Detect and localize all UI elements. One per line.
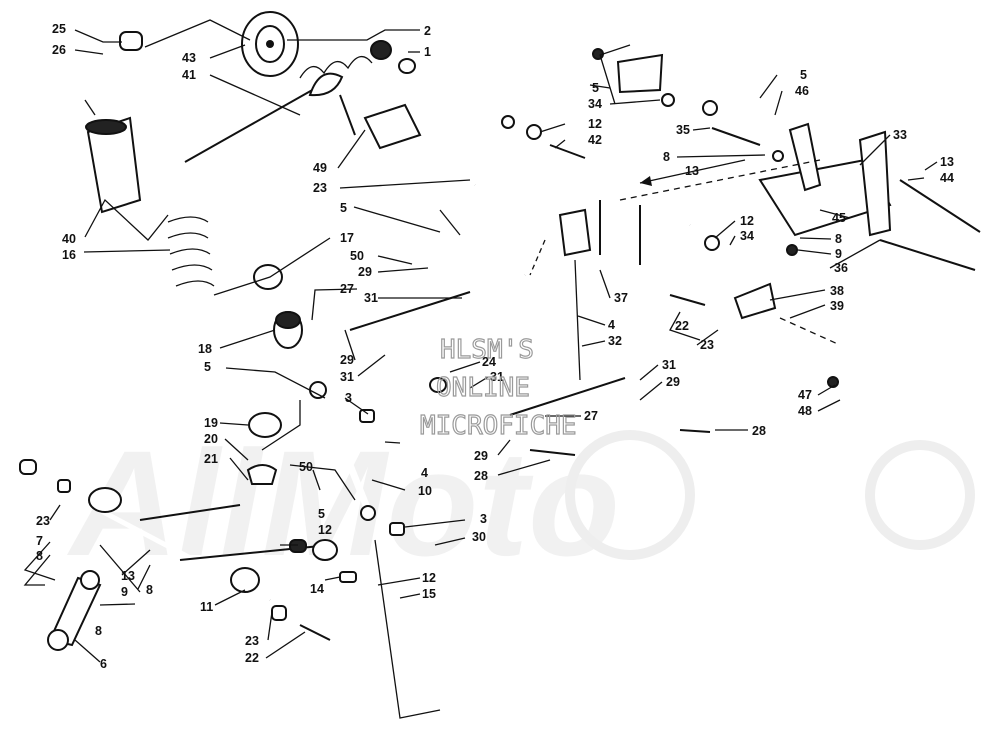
callout-5d: 5 bbox=[592, 81, 599, 95]
watermark-line-3: MICROFICHE bbox=[420, 411, 577, 441]
callout-40: 40 bbox=[62, 232, 76, 246]
microfiche-watermark: HLSM'S ONLINE MICROFICHE bbox=[419, 334, 577, 441]
callout-5e: 5 bbox=[800, 68, 807, 82]
callout-2: 2 bbox=[424, 24, 431, 38]
callout-22b: 22 bbox=[675, 319, 689, 333]
callout-34b: 34 bbox=[740, 229, 754, 243]
callout-9: 9 bbox=[121, 585, 128, 599]
callout-31: 31 bbox=[364, 291, 378, 305]
callout-14: 14 bbox=[310, 582, 324, 596]
callout-30: 30 bbox=[472, 530, 486, 544]
callout-1: 1 bbox=[424, 45, 431, 59]
callout-12d: 12 bbox=[740, 214, 754, 228]
callout-23: 23 bbox=[313, 181, 327, 195]
watermark-line-1: HLSM'S bbox=[440, 335, 534, 365]
front-arm-assembly bbox=[19, 412, 338, 651]
callout-5c: 5 bbox=[318, 507, 325, 521]
callout-45: 45 bbox=[832, 211, 846, 225]
logo-wheel-left bbox=[565, 430, 695, 560]
callout-31b: 31 bbox=[340, 370, 354, 384]
callout-13: 13 bbox=[121, 569, 135, 583]
callout-8b: 8 bbox=[146, 583, 153, 597]
callout-36: 36 bbox=[834, 261, 848, 275]
logo-wheel-right bbox=[865, 440, 975, 550]
callout-41: 41 bbox=[182, 68, 196, 82]
coil-spring-shock bbox=[85, 116, 303, 349]
callout-47: 47 bbox=[798, 388, 812, 402]
callout-6: 6 bbox=[100, 657, 107, 671]
callout-labels: 25 26 43 41 2 1 40 16 49 23 5 17 50 29 2… bbox=[36, 22, 954, 671]
callout-27: 27 bbox=[340, 282, 354, 296]
callout-29: 29 bbox=[358, 265, 372, 279]
leader-lines bbox=[23, 19, 938, 719]
callout-32: 32 bbox=[608, 334, 622, 348]
callout-19: 19 bbox=[204, 416, 218, 430]
callout-4: 4 bbox=[421, 466, 428, 480]
callout-39: 39 bbox=[830, 299, 844, 313]
callout-16: 16 bbox=[62, 248, 76, 262]
callout-35: 35 bbox=[676, 123, 690, 137]
callout-29c: 29 bbox=[666, 375, 680, 389]
callout-37: 37 bbox=[614, 291, 628, 305]
callout-5b: 5 bbox=[204, 360, 211, 374]
callout-23b: 23 bbox=[36, 514, 50, 528]
callout-28b: 28 bbox=[752, 424, 766, 438]
callout-31d: 31 bbox=[662, 358, 676, 372]
callout-48: 48 bbox=[798, 404, 812, 418]
callout-23c: 23 bbox=[245, 634, 259, 648]
spring-assembly bbox=[119, 11, 422, 163]
callout-8: 8 bbox=[36, 549, 43, 563]
callout-12c: 12 bbox=[588, 117, 602, 131]
callout-44: 44 bbox=[940, 171, 954, 185]
callout-24: 24 bbox=[482, 355, 496, 369]
callout-8e: 8 bbox=[835, 232, 842, 246]
callout-23d: 23 bbox=[700, 338, 714, 352]
callout-11: 11 bbox=[200, 600, 213, 614]
callout-13b: 13 bbox=[685, 164, 699, 178]
callout-8c: 8 bbox=[95, 624, 102, 638]
callout-28: 28 bbox=[474, 469, 488, 483]
callout-50b: 50 bbox=[299, 460, 313, 474]
front-shock bbox=[271, 381, 405, 641]
watermark-line-2: ONLINE bbox=[436, 373, 530, 403]
callout-21: 21 bbox=[204, 452, 218, 466]
callout-3b: 3 bbox=[480, 512, 487, 526]
callout-29d: 29 bbox=[474, 449, 488, 463]
callout-27b: 27 bbox=[584, 409, 598, 423]
callout-5: 5 bbox=[340, 201, 347, 215]
callout-25: 25 bbox=[52, 22, 66, 36]
callout-18: 18 bbox=[198, 342, 212, 356]
callout-12b: 12 bbox=[422, 571, 436, 585]
callout-12: 12 bbox=[318, 523, 332, 537]
callout-31c: 31 bbox=[490, 370, 504, 384]
callout-38: 38 bbox=[830, 284, 844, 298]
callout-50: 50 bbox=[350, 249, 364, 263]
callout-15: 15 bbox=[422, 587, 436, 601]
callout-9b: 9 bbox=[835, 247, 842, 261]
callout-26: 26 bbox=[52, 43, 66, 57]
callout-43: 43 bbox=[182, 51, 196, 65]
callout-20: 20 bbox=[204, 432, 218, 446]
callout-10: 10 bbox=[418, 484, 432, 498]
callout-22: 22 bbox=[245, 651, 259, 665]
callout-4b: 4 bbox=[608, 318, 615, 332]
callout-33: 33 bbox=[893, 128, 907, 142]
callout-13c: 13 bbox=[940, 155, 954, 169]
callout-17: 17 bbox=[340, 231, 354, 245]
callout-7: 7 bbox=[36, 534, 43, 548]
callout-8d: 8 bbox=[663, 150, 670, 164]
callout-34: 34 bbox=[588, 97, 602, 111]
rear-arm-assembly bbox=[349, 48, 981, 456]
callout-29b: 29 bbox=[340, 353, 354, 367]
callout-42: 42 bbox=[588, 133, 602, 147]
callout-49: 49 bbox=[313, 161, 327, 175]
callout-46: 46 bbox=[795, 84, 809, 98]
callout-3: 3 bbox=[345, 391, 352, 405]
